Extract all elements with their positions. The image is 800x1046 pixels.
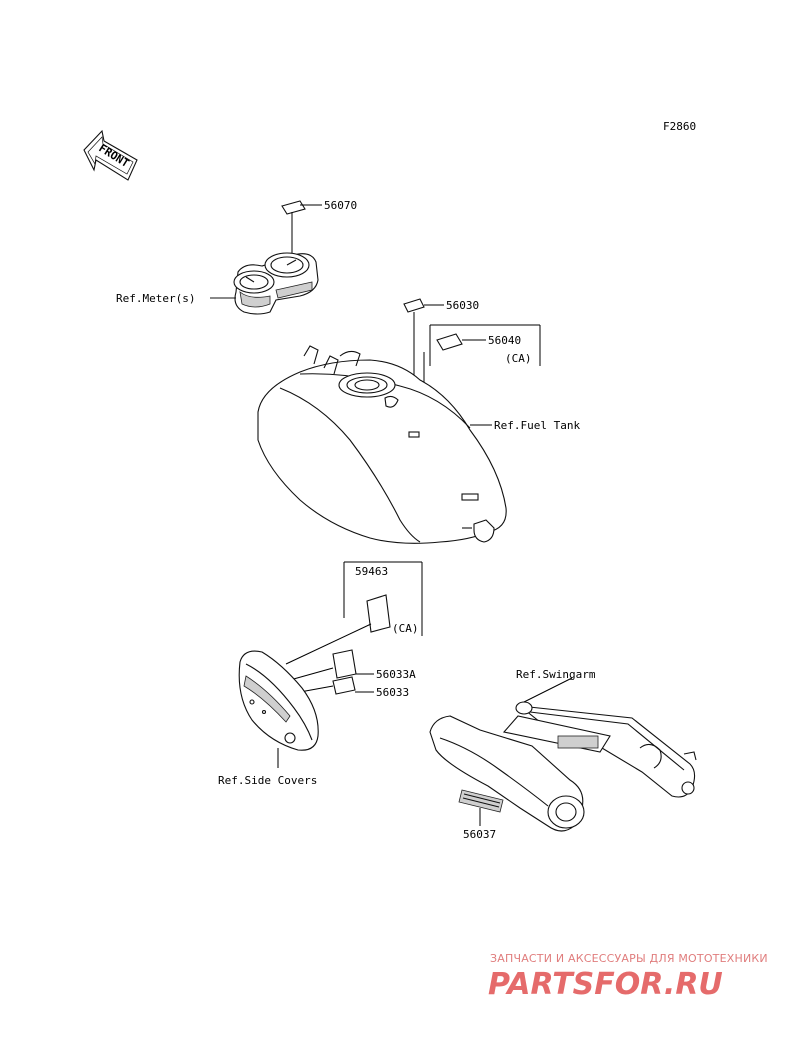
label-56030-sticker: [403, 298, 425, 313]
watermark-tagline: ЗАПЧАСТИ И АКСЕССУАРЫ ДЛЯ МОТОТЕХНИКИ: [490, 952, 768, 965]
ref-fuel-tank: Ref.Fuel Tank: [494, 419, 580, 432]
meter-assembly: [210, 252, 319, 315]
part-56033: 56033: [376, 686, 409, 699]
figure-code: F2860: [663, 120, 696, 133]
part-56037: 56037: [463, 828, 496, 841]
label-56033A-sticker: [332, 649, 357, 679]
part-56033A: 56033A: [376, 668, 416, 681]
watermark-logo: PARTSFOR.RU: [488, 967, 723, 1002]
label-56040-sticker: [436, 333, 463, 351]
fuel-tank: [257, 345, 507, 544]
label-56033-sticker: [332, 676, 356, 695]
front-arrow-icon: FRONT: [83, 129, 138, 181]
part-59463: 59463: [355, 565, 388, 578]
part-56030: 56030: [446, 299, 479, 312]
part-59463-note: (CA): [392, 622, 419, 635]
side-cover: [238, 650, 319, 768]
part-56040-note: (CA): [505, 352, 532, 365]
swingarm: [429, 677, 697, 832]
part-56070: 56070: [324, 199, 357, 212]
ref-meter: Ref.Meter(s): [116, 292, 195, 305]
label-59463-box: [285, 561, 423, 665]
label-56070-sticker: [281, 200, 306, 215]
label-56037-sticker: [458, 789, 504, 813]
part-56040: 56040: [488, 334, 521, 347]
ref-side-covers: Ref.Side Covers: [218, 774, 317, 787]
ref-swingarm: Ref.Swingarm: [516, 668, 596, 681]
